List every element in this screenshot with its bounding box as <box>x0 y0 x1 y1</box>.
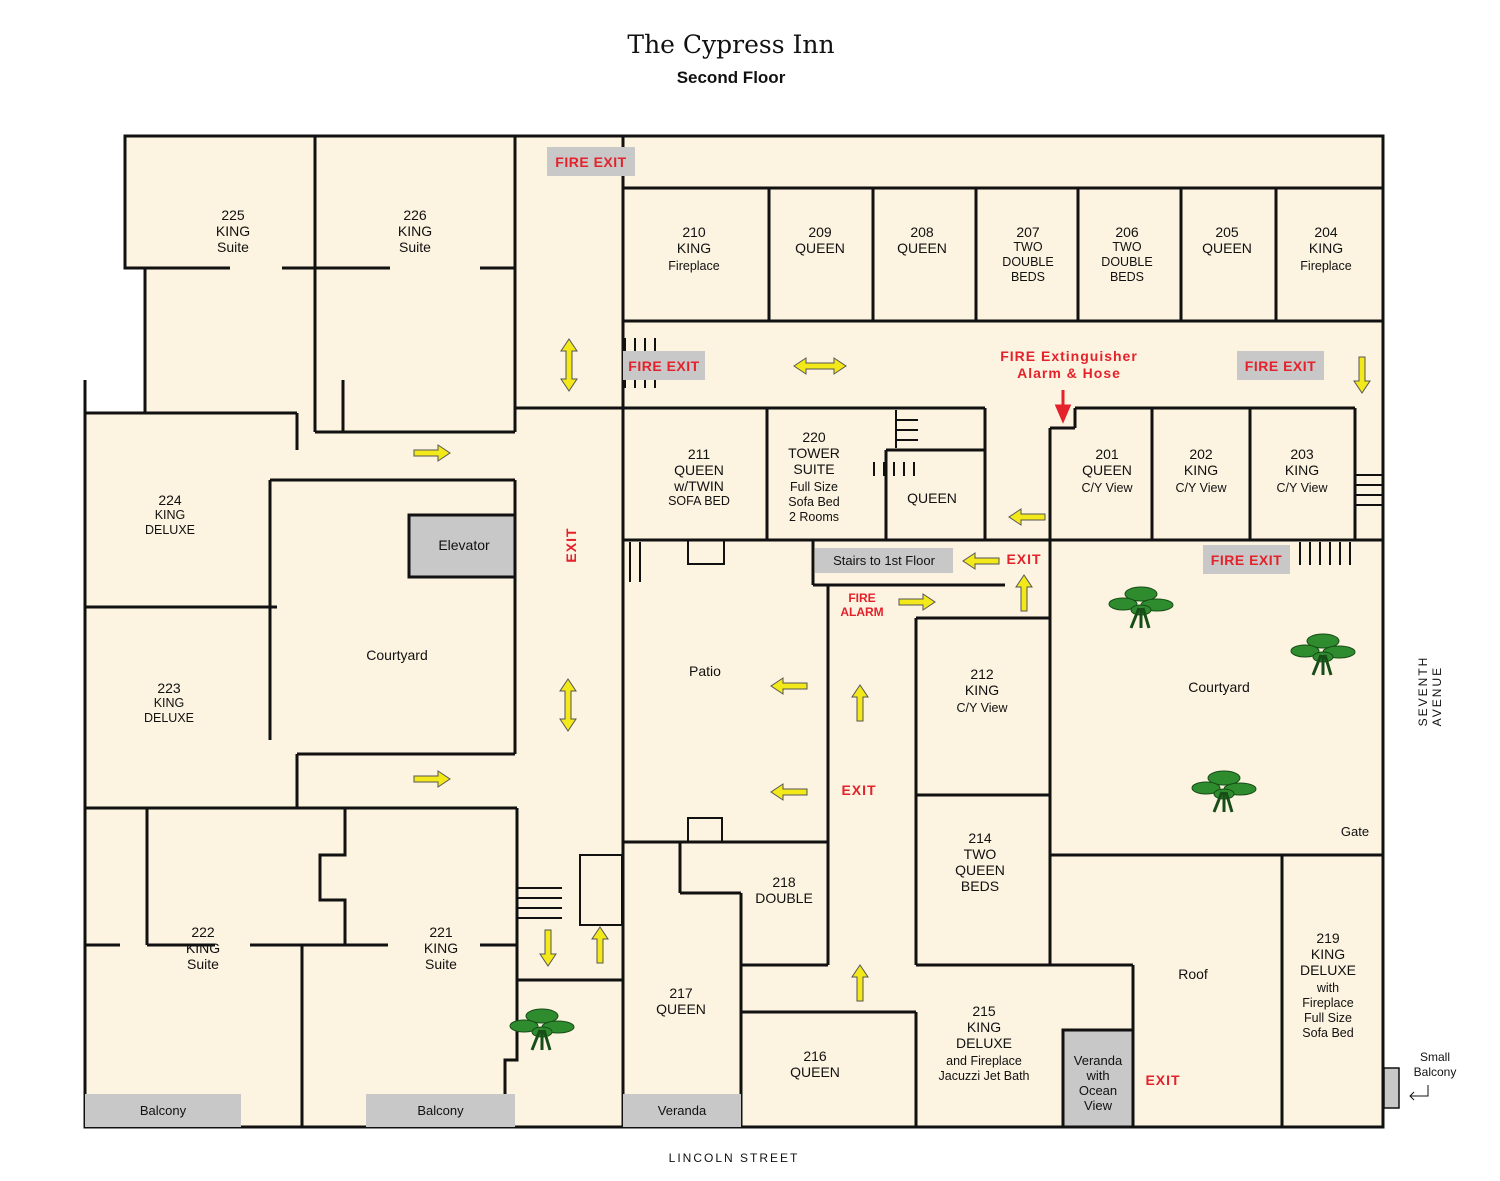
roof-label: Roof <box>1178 966 1208 982</box>
street-lincoln: LINCOLN STREET <box>668 1151 800 1165</box>
fire-exit-sign: FIRE EXIT <box>623 351 705 380</box>
courtyard-right-label: Courtyard <box>1188 679 1250 695</box>
patio-label: Patio <box>689 663 721 679</box>
fire-exit-sign: FIRE EXIT <box>1203 545 1290 574</box>
page-title: The Cypress Inn <box>627 30 835 59</box>
fire-exit-sign: FIRE EXIT <box>547 147 635 176</box>
veranda-217: Veranda <box>623 1094 741 1127</box>
gate-label: Gate <box>1340 824 1370 839</box>
exit-sign: EXIT <box>841 782 877 798</box>
fire-exit-sign: FIRE EXIT <box>1237 351 1324 380</box>
balcony-221: Balcony <box>366 1094 515 1127</box>
courtyard-left-label: Courtyard <box>366 647 428 663</box>
street-seventh-avenue: SEVENTH AVENUE <box>1416 655 1444 727</box>
room-220-queen: QUEEN <box>907 490 957 506</box>
red-arrow-down <box>1054 390 1072 424</box>
stairs-to-first-floor: Stairs to 1st Floor <box>815 548 953 573</box>
elevator-label: Elevator <box>438 537 490 553</box>
exit-sign: EXIT <box>1145 1072 1181 1088</box>
page-subtitle: Second Floor <box>676 68 786 87</box>
exit-sign: EXIT <box>1006 551 1042 567</box>
balcony-222: Balcony <box>85 1094 241 1127</box>
exit-sign: EXIT <box>563 527 579 563</box>
